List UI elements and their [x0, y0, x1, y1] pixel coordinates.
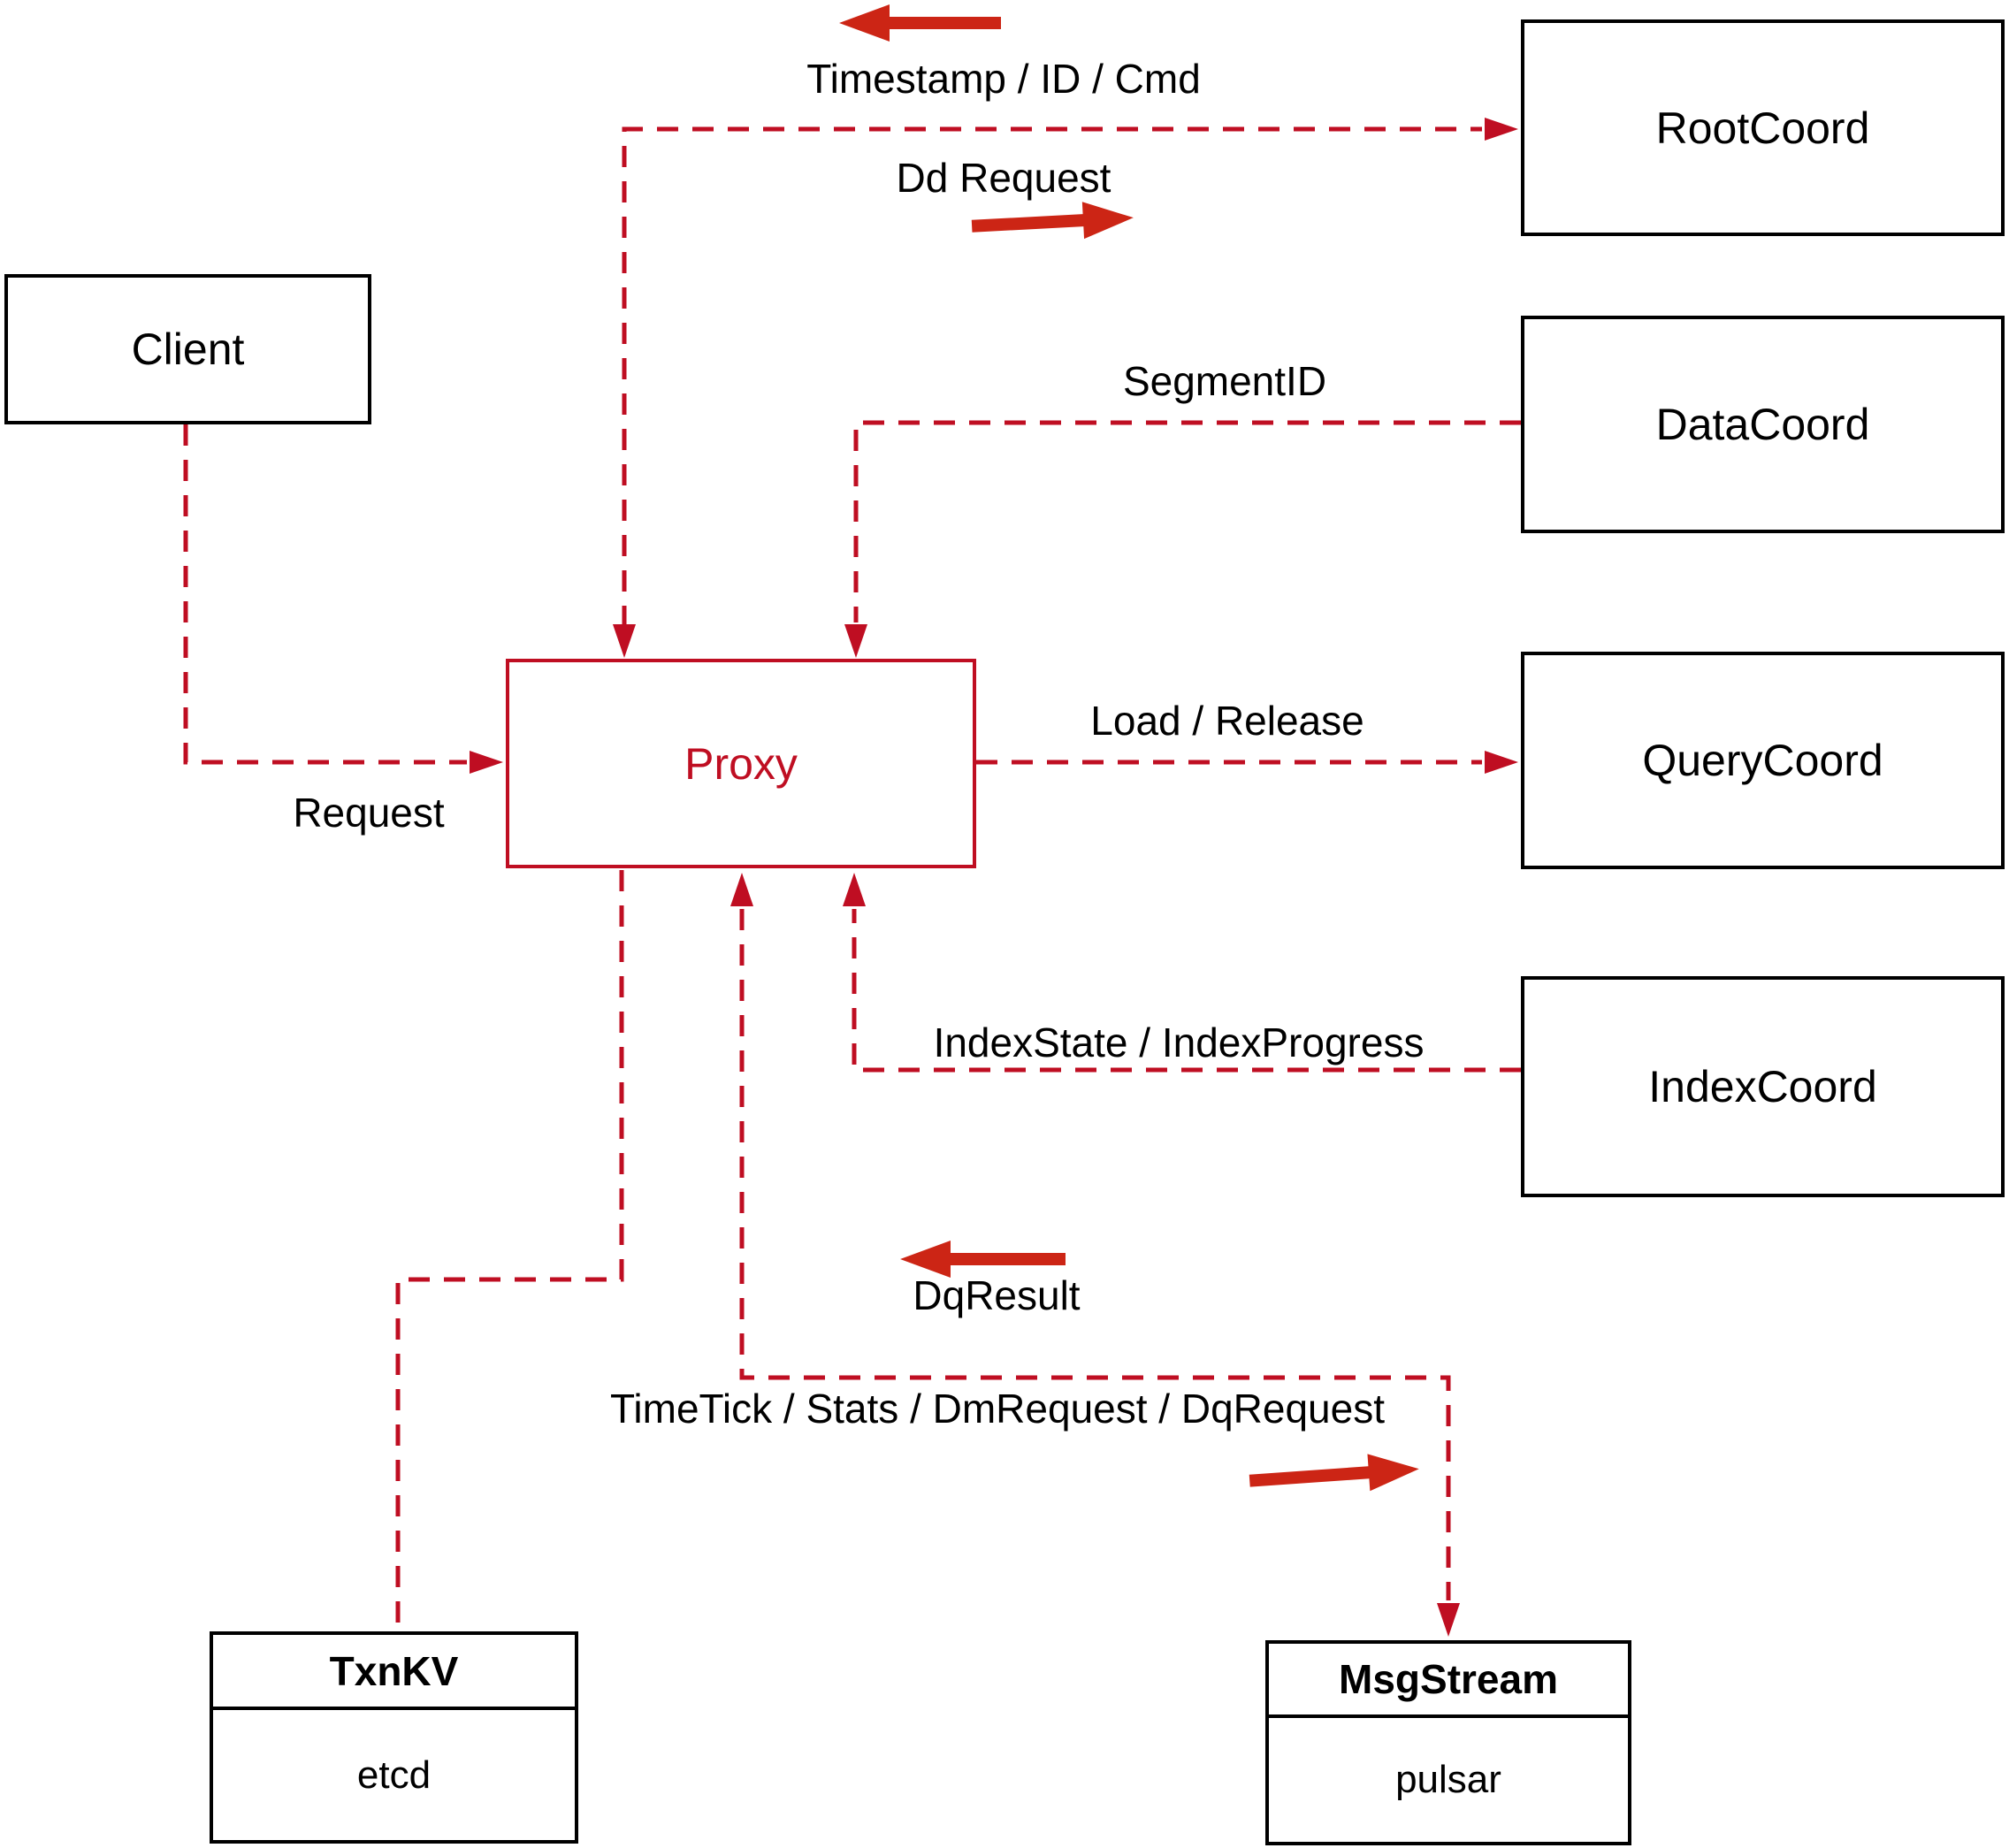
- edge-proxy-querycoord: [976, 751, 1518, 774]
- node-proxy-label: Proxy: [684, 738, 798, 789]
- node-querycoord: QueryCoord: [1521, 652, 2005, 869]
- edge-proxy-txnkv: [395, 870, 624, 1628]
- edge-label-timestamp-id-cmd: Timestamp / ID / Cmd: [806, 56, 1201, 102]
- node-datacoord: DataCoord: [1521, 316, 2005, 533]
- arrowhead-into-proxy-bottom-left: [730, 873, 753, 906]
- edge-label-dd-request: Dd Request: [896, 155, 1111, 201]
- arrowhead-into-msgstream: [1437, 1603, 1460, 1637]
- edge-label-index-state: IndexState / IndexProgress: [933, 1019, 1425, 1065]
- edge-label-request: Request: [293, 790, 445, 836]
- node-msgstream-title: MsgStream: [1269, 1644, 1628, 1718]
- node-client-label: Client: [131, 325, 245, 374]
- node-msgstream: MsgStream pulsar: [1265, 1640, 1631, 1845]
- node-indexcoord-label: IndexCoord: [1648, 1062, 1877, 1111]
- edge-datacoord-proxy: [844, 420, 1521, 658]
- arrow-left-icon: [839, 4, 1001, 42]
- arrowhead-into-proxy-bottom-right: [843, 873, 866, 906]
- node-msgstream-impl: pulsar: [1395, 1758, 1501, 1801]
- arrowhead-into-proxy-top-left: [613, 624, 636, 658]
- node-txnkv-impl: etcd: [356, 1753, 432, 1797]
- edge-client-proxy: [183, 424, 503, 774]
- arrowhead-into-proxy-left: [470, 751, 503, 774]
- edge-indexcoord-proxy: [843, 873, 1521, 1073]
- arrowhead-into-proxy-top-right: [844, 624, 867, 658]
- arrow-right-icon: [971, 202, 1134, 240]
- node-datacoord-label: DataCoord: [1655, 400, 1870, 449]
- node-proxy: Proxy: [506, 659, 976, 868]
- node-client: Client: [4, 274, 371, 424]
- arrowhead-into-rootcoord: [1485, 118, 1518, 141]
- arrow-right-icon: [1249, 1454, 1419, 1492]
- edge-label-time-tick: TimeTick / Stats / DmRequest / DqRequest: [610, 1386, 1385, 1432]
- arrowhead-into-querycoord: [1485, 751, 1518, 774]
- edge-proxy-msgstream: [730, 873, 1460, 1637]
- node-indexcoord: IndexCoord: [1521, 976, 2005, 1197]
- node-rootcoord: RootCoord: [1521, 19, 2005, 236]
- node-querycoord-label: QueryCoord: [1642, 736, 1883, 785]
- edge-proxy-rootcoord: [613, 118, 1518, 658]
- edge-label-segment-id: SegmentID: [1122, 358, 1327, 404]
- node-txnkv-title: TxnKV: [213, 1635, 575, 1710]
- edge-label-dq-result: DqResult: [913, 1272, 1081, 1318]
- arrow-left-icon: [900, 1241, 1066, 1278]
- node-rootcoord-label: RootCoord: [1655, 103, 1870, 153]
- node-txnkv: TxnKV etcd: [210, 1631, 578, 1844]
- edge-label-load-release: Load / Release: [1090, 698, 1364, 744]
